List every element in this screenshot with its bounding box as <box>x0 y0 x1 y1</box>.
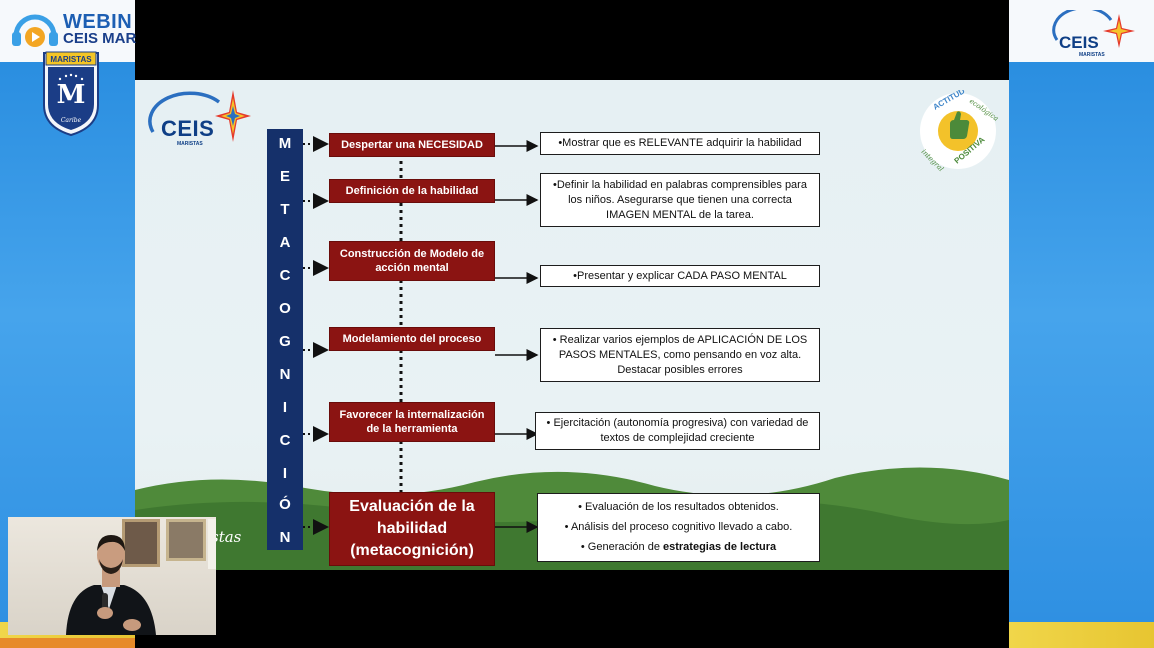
evaluation-item: • Análisis del proceso cognitivo llevado… <box>564 521 793 533</box>
desc-ejemplos-aplicacion: • Realizar varios ejemplos de APLICACIÓN… <box>540 328 820 382</box>
presentation-slide: CEIS MARISTAS ACTITUD ecológica integral… <box>135 80 1009 570</box>
webinar-title: WEBIN CEIS MAR <box>63 12 136 46</box>
meta-letter: E <box>279 168 290 185</box>
desc-definir-habilidad: •Definir la habilidad en palabras compre… <box>540 173 820 227</box>
meta-letter: M <box>278 135 292 152</box>
meta-letter: T <box>280 201 290 218</box>
step-modelamiento-proceso: Modelamiento del proceso <box>329 327 495 351</box>
right-panel-blue <box>1009 62 1154 622</box>
presenter-camera-feed <box>8 517 216 635</box>
evaluation-item-bold: estrategias de lectura <box>663 541 777 553</box>
svg-text:M: M <box>57 80 86 110</box>
right-side-panel <box>1009 0 1154 648</box>
ceis-corner-logo: CEIS MARISTAS <box>1052 10 1135 58</box>
step-despertar-necesidad: Despertar una NECESIDAD <box>329 133 495 157</box>
actitud-positiva-badge: ACTITUD ecológica integral POSITIVA <box>920 90 999 172</box>
slide-ceis-text: CEIS <box>161 116 215 141</box>
evaluation-item-prefix: • Generación de <box>580 541 663 553</box>
meta-letter: O <box>279 300 291 317</box>
meta-letter: A <box>279 234 291 251</box>
webinar-title-line2: CEIS MAR <box>63 30 137 47</box>
desc-evaluacion-list: • Evaluación de los resultados obtenidos… <box>537 493 820 562</box>
meta-letter: C <box>279 432 291 449</box>
presenter-figure <box>66 535 156 635</box>
maristas-script-fragment: stas <box>211 528 242 546</box>
meta-letter: Ó <box>279 496 291 513</box>
left-panel-orange-band <box>0 638 135 648</box>
evaluation-item: • Evaluación de los resultados obtenidos… <box>578 501 779 513</box>
desc-paso-mental: •Presentar y explicar CADA PASO MENTAL <box>540 265 820 287</box>
headset-play-icon <box>12 14 58 47</box>
slide-ceis-subtext: MARISTAS <box>177 141 203 147</box>
desc-relevante: •Mostrar que es RELEVANTE adquirir la ha… <box>540 132 820 155</box>
svg-text:Caribe: Caribe <box>61 117 82 124</box>
step-construccion-modelo: Construcción de Modelo de acción mental <box>329 241 495 281</box>
right-panel-yellow-band <box>1009 622 1154 648</box>
svg-text:CEIS: CEIS <box>1059 33 1099 52</box>
meta-letter: N <box>279 529 291 546</box>
wall-painting <box>166 519 206 561</box>
svg-text:MARISTAS: MARISTAS <box>1079 52 1105 58</box>
step-definicion-habilidad: Definición de la habilidad <box>329 179 495 203</box>
ceis-swoosh-icon <box>148 90 251 142</box>
wall-painting <box>208 519 216 569</box>
maristas-crest-logo: MARISTAS M Caribe <box>43 51 99 137</box>
desc-ejercitacion: • Ejercitación (autonomía progresiva) co… <box>535 412 820 450</box>
metacognicion-vertical-bar: M E T A C O G N I C I Ó N <box>267 129 303 550</box>
meta-letter: G <box>279 333 291 350</box>
svg-text:MARISTAS: MARISTAS <box>50 55 92 64</box>
step-favorecer-internalizacion: Favorecer la internalización de la herra… <box>329 402 495 442</box>
step-evaluacion-habilidad: Evaluación de la habilidad (metacognició… <box>329 492 495 566</box>
evaluation-item: • Generación de estrategias de lectura <box>581 541 776 554</box>
slide-ceis-logo: CEIS MARISTAS <box>147 88 253 150</box>
meta-letter: C <box>279 267 291 284</box>
meta-letter: N <box>279 366 291 383</box>
webinar-title-line1: WEBIN <box>63 11 133 33</box>
meta-letter: I <box>282 399 288 416</box>
webinar-logo: WEBIN CEIS MAR <box>10 8 136 54</box>
meta-letter: I <box>282 465 288 482</box>
